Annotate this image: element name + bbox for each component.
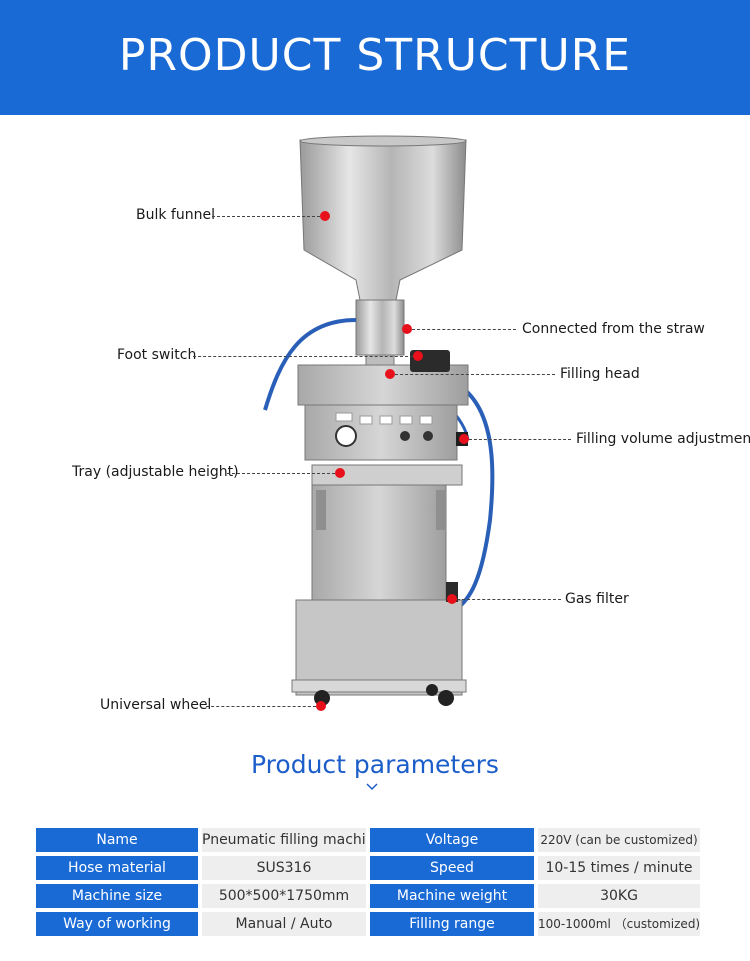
param-value: 10-15 times / minute: [538, 856, 700, 880]
param-label: Filling range: [370, 912, 534, 936]
table-row: Name Pneumatic filling machine Voltage 2…: [36, 828, 700, 852]
marker-dot: [447, 594, 457, 604]
param-label: Hose material: [36, 856, 198, 880]
page-title: PRODUCT STRUCTURE: [118, 30, 632, 81]
filling-machine-illustration: [263, 135, 495, 706]
param-label: Voltage: [370, 828, 534, 852]
param-label: Machine weight: [370, 884, 534, 908]
callout-tray: Tray (adjustable height): [72, 464, 239, 480]
param-value: 100-1000ml （customized): [538, 912, 700, 936]
callout-volume-adjustment: Filling volume adjustment: [576, 431, 750, 447]
leader-line: [212, 216, 320, 217]
callout-filling-head: Filling head: [560, 366, 640, 382]
param-value: 500*500*1750mm: [202, 884, 366, 908]
leader-line: [206, 706, 316, 707]
callout-bulk-funnel: Bulk funnel: [136, 207, 215, 223]
callout-foot-switch: Foot switch: [117, 347, 197, 363]
callout-universal-wheel: Universal wheel: [100, 697, 212, 713]
param-value: 220V (can be customized): [538, 828, 700, 852]
leader-line: [227, 473, 335, 474]
marker-dot: [335, 468, 345, 478]
product-photo: [0, 115, 750, 730]
marker-dot: [402, 324, 412, 334]
leader-line: [193, 356, 413, 357]
header-banner: PRODUCT STRUCTURE: [0, 0, 750, 115]
leader-line: [469, 439, 571, 440]
marker-dot: [413, 351, 423, 361]
table-row: Hose material SUS316 Speed 10-15 times /…: [36, 856, 700, 880]
callout-connected-straw: Connected from the straw: [522, 321, 705, 337]
parameters-title: Product parameters: [251, 750, 499, 779]
marker-dot: [320, 211, 330, 221]
air-hose: [263, 318, 357, 411]
leader-line: [395, 374, 555, 375]
marker-dot: [385, 369, 395, 379]
marker-dot: [316, 701, 326, 711]
param-label: Name: [36, 828, 198, 852]
param-value: SUS316: [202, 856, 366, 880]
param-label: Machine size: [36, 884, 198, 908]
table-row: Machine size 500*500*1750mm Machine weig…: [36, 884, 700, 908]
table-row: Way of working Manual / Auto Filling ran…: [36, 912, 700, 936]
leader-line: [412, 329, 516, 330]
callout-gas-filter: Gas filter: [565, 591, 629, 607]
chevron-down-icon: [365, 782, 379, 794]
param-label: Way of working: [36, 912, 198, 936]
param-label: Speed: [370, 856, 534, 880]
param-value: Pneumatic filling machine: [202, 828, 366, 852]
marker-dot: [459, 434, 469, 444]
leader-line: [457, 599, 561, 600]
param-value: 30KG: [538, 884, 700, 908]
param-value: Manual / Auto: [202, 912, 366, 936]
